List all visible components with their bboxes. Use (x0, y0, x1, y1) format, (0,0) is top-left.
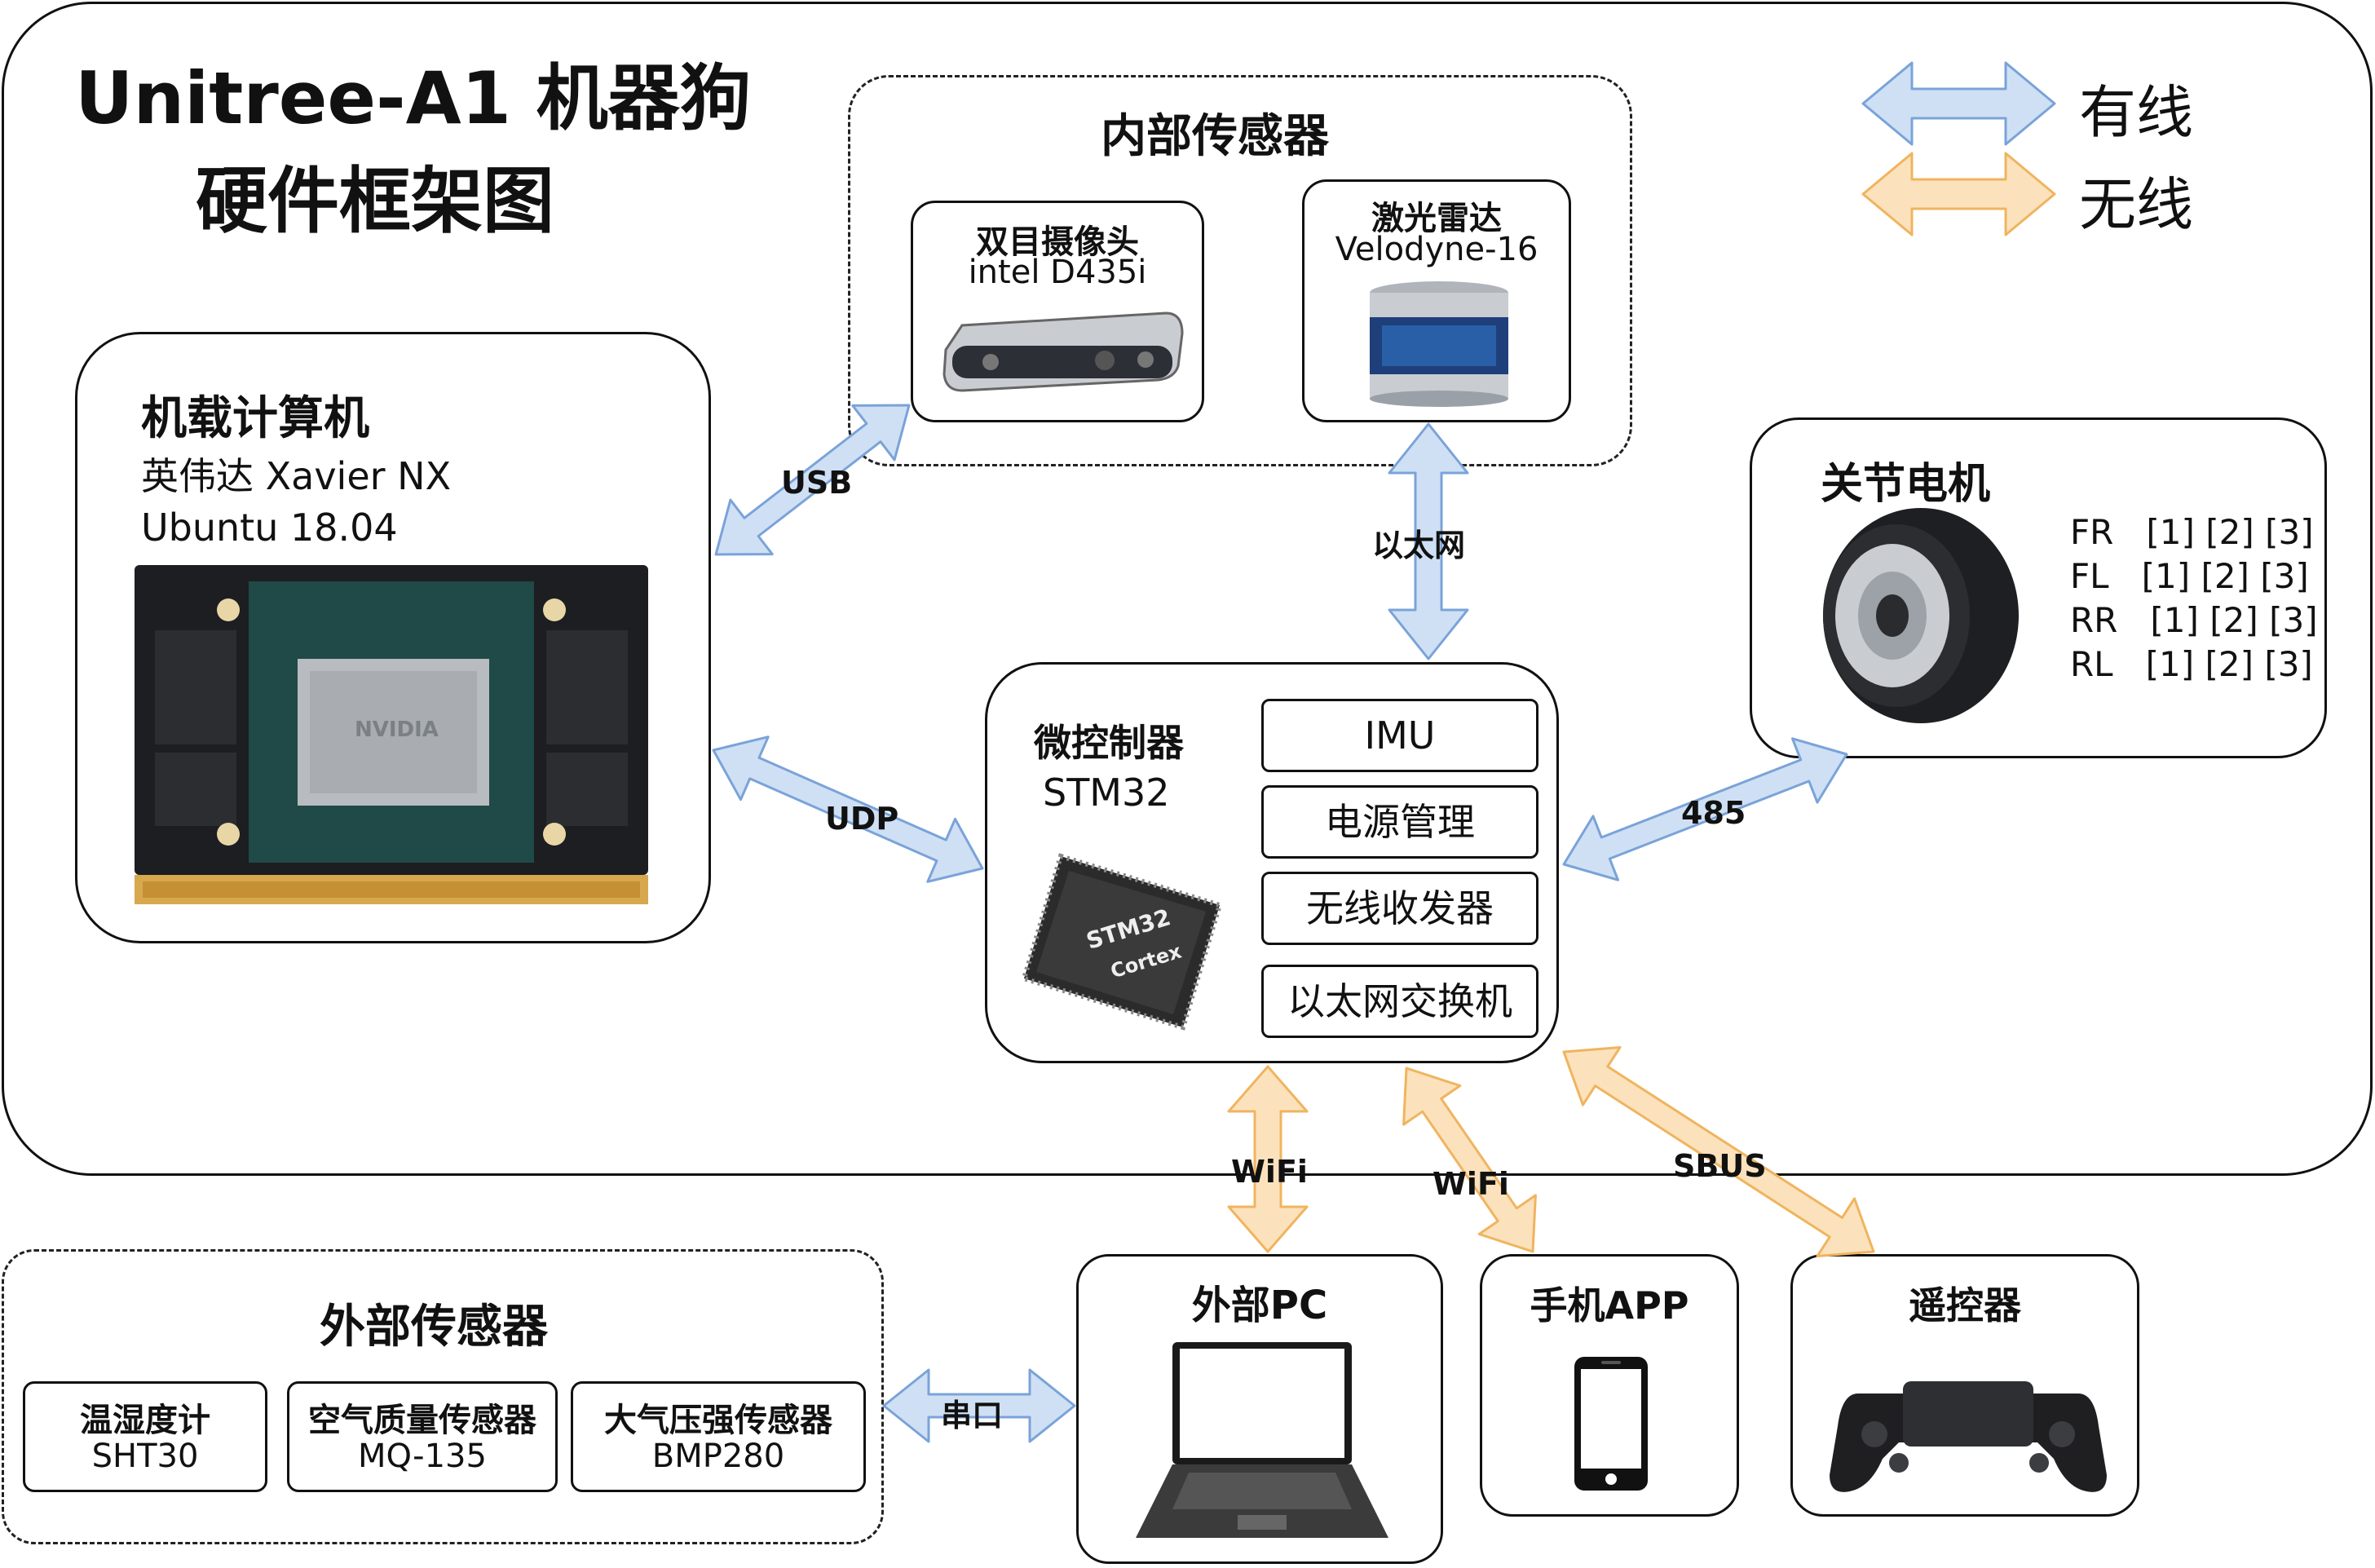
camera-name: 双目摄像头 (976, 223, 1139, 261)
diagram-title-line2: 硬件框架图 (196, 159, 555, 243)
external-pc-box: 外部PC (1076, 1254, 1443, 1564)
motor-title: 关节电机 (1821, 460, 1991, 509)
external-pc-title: 外部PC (1191, 1283, 1328, 1328)
usb-link-label: USB (781, 465, 853, 501)
wifi-pc-link-label: WiFi (1231, 1154, 1308, 1190)
legend-wired-text: 有线 (2079, 79, 2193, 146)
mcu-title: 微控制器 (1034, 721, 1184, 765)
rs485-link-label: 485 (1681, 795, 1746, 831)
camera-image (942, 311, 1184, 392)
lidar-box: 激光雷达 Velodyne-16 (1302, 179, 1571, 422)
motor-image (1823, 508, 2019, 723)
computer-os: Ubuntu 18.04 (141, 506, 398, 550)
internal-sensors-title: 内部传感器 (1101, 110, 1329, 163)
ethernet-switch-module: 以太网交换机 (1261, 965, 1538, 1038)
computer-model: 英伟达 Xavier NX (141, 454, 452, 498)
ext-sensor-sht30: 温湿度计 SHT30 (23, 1381, 267, 1492)
motor-row-rr: RR [1] [2] [3] (2070, 600, 2318, 640)
mq135-model: MQ-135 (358, 1438, 487, 1475)
laptop-icon (1136, 1342, 1388, 1538)
camera-box: 双目摄像头 intel D435i (911, 201, 1204, 422)
stm32-chip-image (1021, 853, 1223, 1031)
sht30-name: 温湿度计 (80, 1402, 210, 1439)
computer-title: 机载计算机 (141, 392, 369, 445)
camera-model: intel D435i (968, 254, 1147, 291)
phone-app-title: 手机APP (1530, 1283, 1689, 1327)
remote-controller-box: 遥控器 (1790, 1254, 2139, 1517)
serial-link-label: 串口 (941, 1398, 1004, 1433)
wireless-transceiver-module: 无线收发器 (1261, 872, 1538, 945)
bmp280-name: 大气压强传感器 (604, 1402, 832, 1439)
joint-motor-box: 关节电机 FR [1] [2] [3] FL [1] [2] [3] RR [1… (1750, 417, 2327, 758)
udp-link-label: UDP (825, 801, 899, 837)
sbus-link-label: SBUS (1673, 1148, 1767, 1184)
external-sensors-title: 外部传感器 (320, 1301, 548, 1354)
wifi-phone-link-label: WiFi (1433, 1166, 1509, 1202)
ext-sensor-mq135: 空气质量传感器 MQ-135 (287, 1381, 558, 1492)
internal-sensors-group (848, 75, 1632, 466)
gamepad-icon (1830, 1381, 2107, 1492)
motor-row-fr: FR [1] [2] [3] (2070, 512, 2314, 552)
ethernet-link-label: 以太网 (1372, 528, 1466, 563)
xavier-nx-board-image (135, 565, 648, 904)
ext-sensor-bmp280: 大气压强传感器 BMP280 (571, 1381, 866, 1492)
motor-row-rl: RL [1] [2] [3] (2070, 644, 2313, 684)
imu-module: IMU (1261, 699, 1538, 772)
remote-title: 遥控器 (1909, 1283, 2021, 1327)
legend-wireless-text: 无线 (2079, 171, 2193, 238)
lidar-image (1370, 281, 1508, 407)
power-module: 电源管理 (1261, 785, 1538, 859)
motor-row-fl: FL [1] [2] [3] (2070, 556, 2309, 596)
sht30-model: SHT30 (91, 1438, 199, 1475)
lidar-model: Velodyne-16 (1335, 231, 1538, 268)
lidar-name: 激光雷达 (1371, 200, 1502, 237)
diagram-title-line1: Unitree-A1 机器狗 (75, 56, 752, 140)
onboard-computer-box: 机载计算机 英伟达 Xavier NX Ubuntu 18.04 NVIDIA (75, 332, 711, 943)
mq135-name: 空气质量传感器 (308, 1402, 536, 1439)
bmp280-model: BMP280 (651, 1438, 785, 1475)
phone-app-box: 手机APP (1480, 1254, 1739, 1517)
mcu-box: 微控制器 STM32 STM32 Cortex IMU 电源管理 无线收发器 以… (985, 662, 1559, 1063)
board-chip-text: NVIDIA (355, 718, 439, 742)
mcu-model: STM32 (1043, 771, 1170, 815)
smartphone-icon (1574, 1357, 1648, 1491)
